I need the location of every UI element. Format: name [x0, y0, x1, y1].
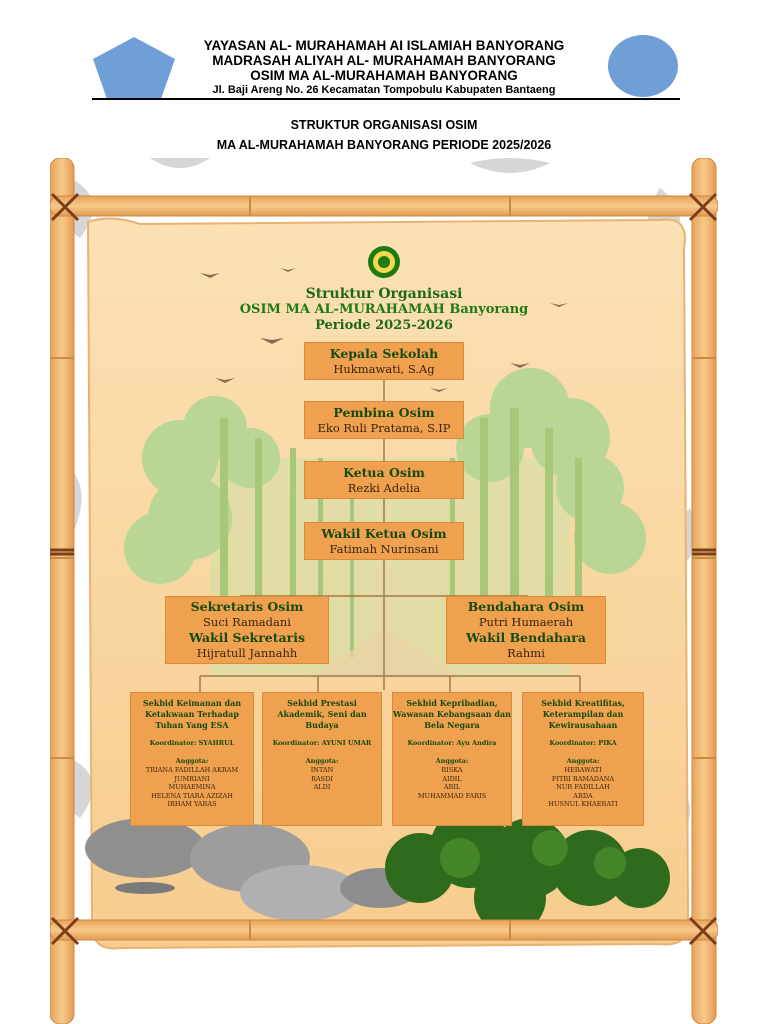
- circle-logo-right: [608, 35, 678, 97]
- member-name: ARIL: [443, 783, 461, 791]
- kepala-sekolah-box: Kepala Sekolah Hukmawati, S.Ag: [304, 342, 464, 380]
- sekretaris-role: Sekretaris Osim: [190, 599, 304, 614]
- sekbid-coordinator: Koordinator: PIKA: [549, 739, 617, 747]
- position-role: Ketua Osim: [343, 465, 425, 480]
- sekbid-card: Sekbid Kepribadian, Wawasan Kebangsaan d…: [392, 692, 512, 826]
- sekbid-coordinator: Koordinator: Ayu Andira: [407, 739, 497, 747]
- wakil-bendahara-name: Rahmi: [507, 646, 545, 660]
- bendahara-box: Bendahara Osim Putri Humaerah Wakil Bend…: [446, 596, 606, 664]
- wakil-ketua-osim-box: Wakil Ketua Osim Fatimah Nurinsani: [304, 522, 464, 560]
- member-name: HUSNUL KHAERATI: [548, 800, 618, 808]
- madrasah-name: MADRASAH ALIYAH AL- MURAHAMAH BANYORANG: [212, 53, 556, 68]
- document-subtitle: MA AL-MURAHAMAH BANYORANG PERIODE 2025/2…: [216, 138, 552, 152]
- position-name: Eko Ruli Pratama, S.IP: [317, 421, 451, 435]
- sekbid-members-label: Anggota:: [175, 757, 209, 765]
- sekbid-coordinator: Koordinator: SYAHRUL: [149, 739, 235, 747]
- sekbid-card: Sekbid Prestasi Akademik, Seni dan Buday…: [262, 692, 382, 826]
- org-chart-poster: Struktur Organisasi OSIM MA AL-MURAHAMAH…: [50, 158, 718, 1024]
- member-name: RASDI: [311, 774, 333, 783]
- sekbid-members-label: Anggota:: [435, 757, 469, 765]
- poster-title: Struktur Organisasi: [305, 286, 463, 302]
- sekbid-members-label: Anggota:: [566, 757, 600, 765]
- wakil-sekretaris-role: Wakil Sekretaris: [189, 630, 305, 645]
- member-name: IRHAM YARAS: [167, 800, 217, 808]
- foundation-name: YAYASAN AL- MURAHAMAH AI ISLAMIAH BANYOR…: [203, 38, 565, 53]
- member-name: JUMRIANI: [174, 774, 210, 783]
- member-name: TRIANA FADILLAH AKRAM: [145, 766, 239, 774]
- member-name: INTAN: [310, 766, 334, 774]
- position-role: Pembina Osim: [333, 405, 435, 420]
- sekbid-title: Sekbid Kreatifitas, Keterampilan dan Kew…: [541, 698, 625, 730]
- member-name: AIDIL: [442, 774, 462, 783]
- address: Jl. Baji Areng No. 26 Kecamatan Tompobul…: [212, 84, 556, 96]
- poster-org-name: OSIM MA AL-MURAHAMAH Banyorang: [239, 302, 529, 317]
- sekbid-card: Sekbid Keimanan dan Ketakwaan Terhadap T…: [130, 692, 254, 826]
- sekbid-card: Sekbid Kreatifitas, Keterampilan dan Kew…: [522, 692, 644, 826]
- document-title: STRUKTUR ORGANISASI OSIM: [290, 118, 478, 132]
- sekbid-title: Sekbid Kepribadian, Wawasan Kebangsaan d…: [393, 698, 511, 730]
- member-name: RISKA: [441, 766, 463, 774]
- wakil-bendahara-role: Wakil Bendahara: [466, 630, 586, 645]
- pembina-osim-box: Pembina Osim Eko Ruli Pratama, S.IP: [304, 401, 464, 439]
- member-name: ARDA: [573, 791, 593, 800]
- sekretaris-name: Suci Ramadani: [203, 615, 291, 629]
- position-role: Kepala Sekolah: [329, 346, 439, 361]
- member-name: FITRI RAMADANA: [551, 774, 615, 783]
- wakil-sekretaris-name: Hijratull Jannahh: [196, 646, 298, 660]
- sekbid-title: Sekbid Prestasi Akademik, Seni dan Buday…: [277, 698, 367, 730]
- position-name: Rezki Adelia: [347, 481, 421, 495]
- sekbid-title: Sekbid Keimanan dan Ketakwaan Terhadap T…: [142, 698, 242, 730]
- pentagon-logo-left: [93, 37, 175, 99]
- position-role: Wakil Ketua Osim: [321, 526, 447, 541]
- ketua-osim-box: Ketua Osim Rezki Adelia: [304, 461, 464, 499]
- poster-period: Periode 2025-2026: [315, 318, 453, 333]
- sekretaris-box: Sekretaris Osim Suci Ramadani Wakil Sekr…: [165, 596, 329, 664]
- member-name: MUHAEMINA: [168, 783, 216, 791]
- member-name: ALDI: [313, 783, 331, 791]
- osim-name: OSIM MA AL-MURAHAMAH BANYORANG: [250, 68, 518, 83]
- member-name: HERAWATI: [564, 766, 602, 774]
- member-name: MUHAMMAD FARIS: [417, 791, 487, 800]
- position-name: Hukmawati, S.Ag: [333, 362, 435, 376]
- member-name: NUR FADILLAH: [556, 783, 610, 791]
- sekbid-members-label: Anggota:: [305, 757, 339, 765]
- sekbid-coordinator: Koordinator: AYUNI UMAR: [272, 739, 372, 747]
- letterhead-divider: [92, 98, 680, 100]
- bendahara-name: Putri Humaerah: [478, 615, 574, 629]
- bendahara-role: Bendahara Osim: [467, 599, 585, 614]
- position-name: Fatimah Nurinsani: [329, 542, 439, 556]
- member-name: HELENA TIARA AZIZAH: [151, 791, 233, 800]
